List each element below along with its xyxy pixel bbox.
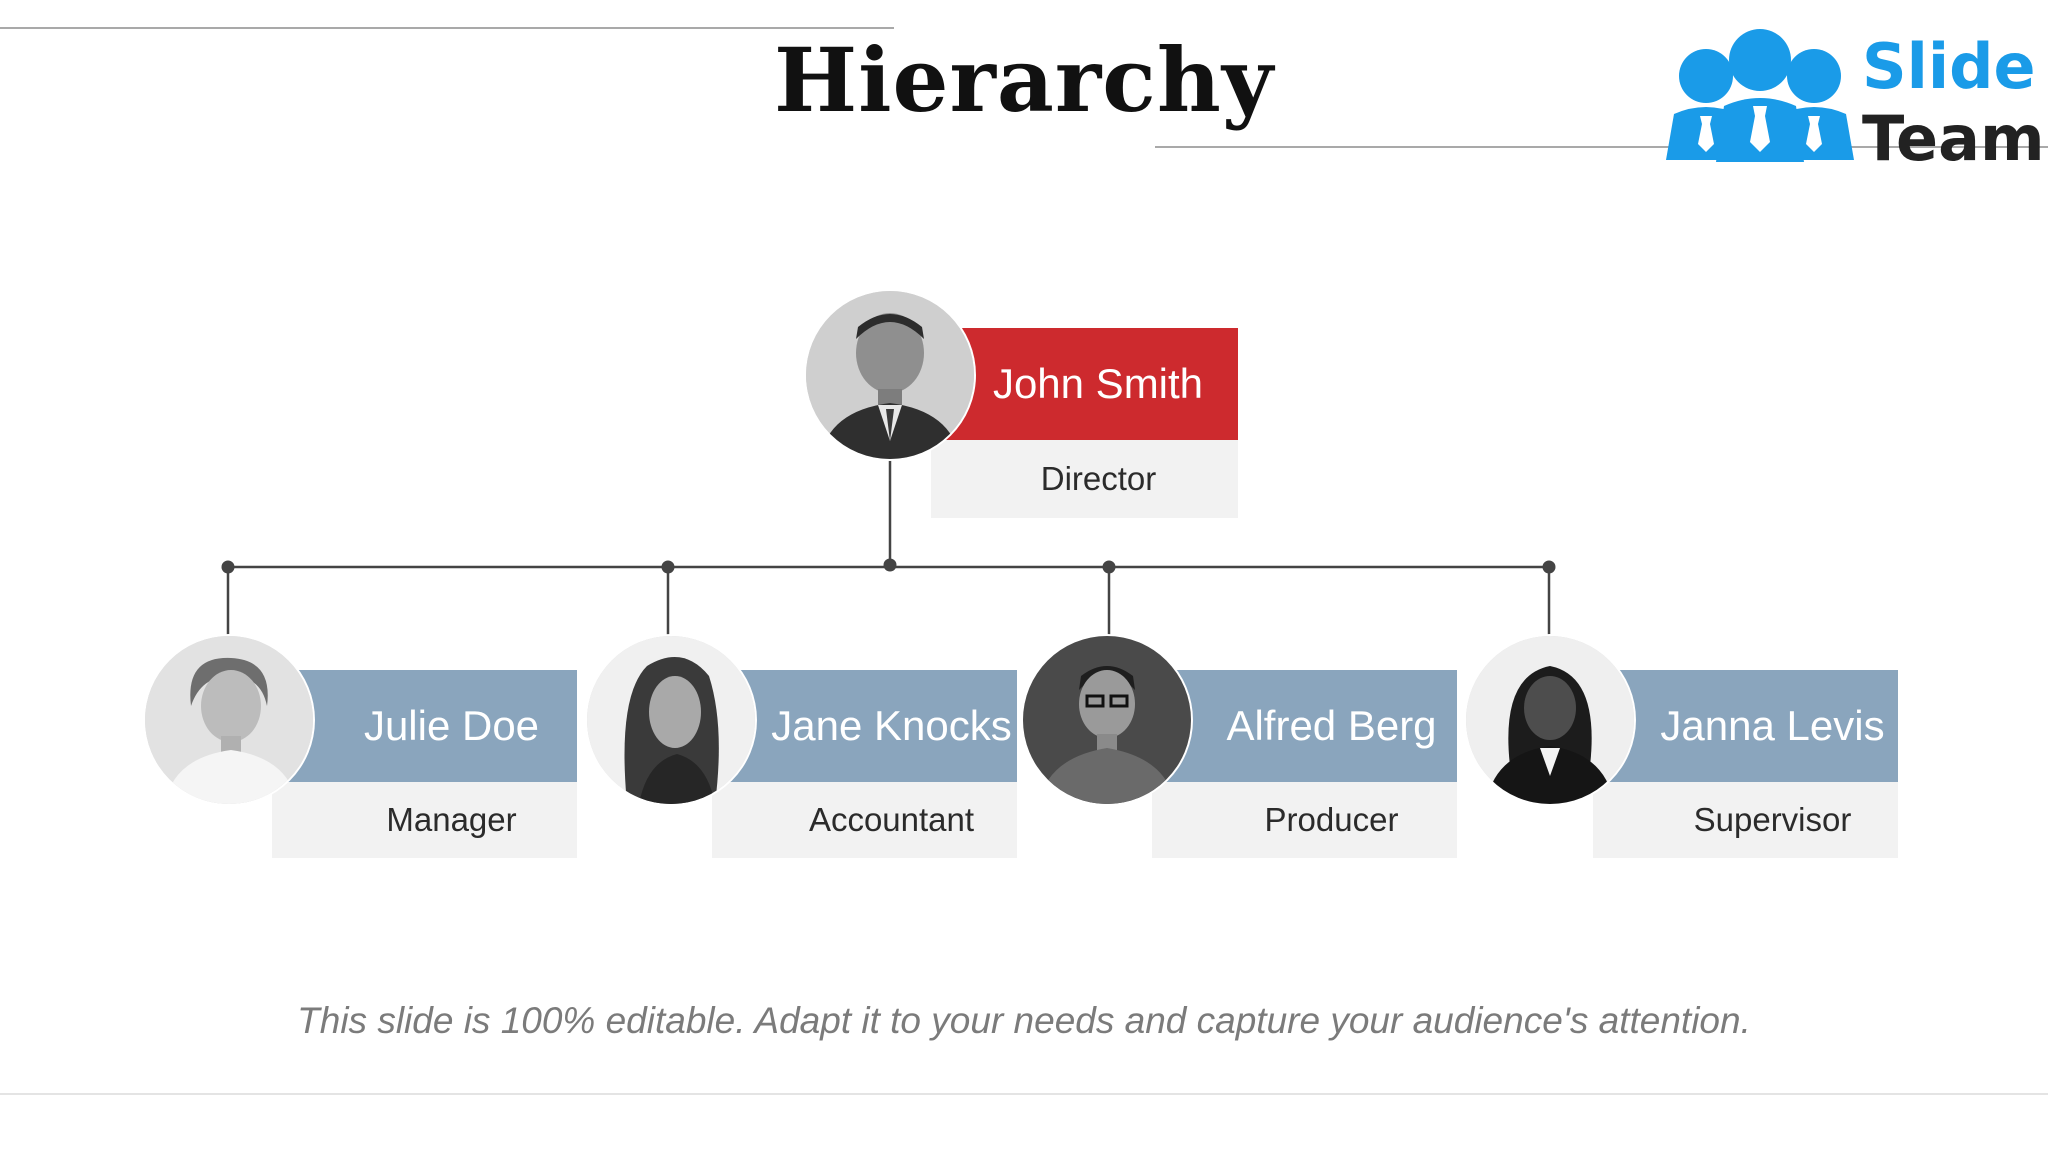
- portrait-man-icon: [1023, 636, 1191, 804]
- director-name-box: John Smith: [930, 328, 1238, 440]
- footer-note: This slide is 100% editable. Adapt it to…: [297, 1000, 1751, 1041]
- report-role: Supervisor: [1693, 801, 1852, 838]
- top-left-divider: [0, 27, 894, 29]
- logo-word-team: Team: [1862, 102, 2045, 175]
- report-photo: [1466, 636, 1634, 804]
- director-role-box: Director: [931, 440, 1238, 518]
- report-role-box: Supervisor: [1593, 782, 1898, 858]
- director-role: Director: [1040, 460, 1157, 497]
- report-photo: [145, 636, 313, 804]
- director-photo: [806, 291, 974, 459]
- junction-dot: [661, 560, 675, 574]
- report-name: Janna Levis: [1660, 702, 1885, 749]
- slide-title: Hierarchy: [773, 28, 1274, 132]
- report-photo: [587, 636, 755, 804]
- portrait-woman-icon: [145, 636, 313, 804]
- report-name: Alfred Berg: [1226, 702, 1437, 749]
- report-role-box: Accountant: [712, 782, 1017, 858]
- people-group-icon: [1666, 29, 1854, 162]
- bottom-divider: [0, 1093, 2048, 1095]
- report-role-box: Manager: [272, 782, 577, 858]
- report-name: Jane Knocks: [771, 702, 1012, 749]
- junction-dot: [1102, 560, 1116, 574]
- top-right-divider: [1155, 146, 2048, 148]
- report-role-box: Producer: [1152, 782, 1457, 858]
- report-role: Accountant: [808, 801, 975, 838]
- report-name-box: Jane Knocks: [712, 670, 1017, 782]
- report-name-box: Julie Doe: [272, 670, 577, 782]
- report-role: Manager: [386, 801, 517, 838]
- junction-dot: [221, 560, 235, 574]
- report-photo: [1023, 636, 1191, 804]
- portrait-man-icon: [806, 291, 974, 459]
- portrait-woman-icon: [1466, 636, 1634, 804]
- junction-dot: [883, 558, 897, 572]
- report-role: Producer: [1264, 801, 1399, 838]
- slideteam-logo: Slide Team: [1660, 26, 2045, 170]
- junction-dot: [1542, 560, 1556, 574]
- report-name-box: Alfred Berg: [1152, 670, 1457, 782]
- report-name-box: Janna Levis: [1593, 670, 1898, 782]
- portrait-woman-icon: [587, 636, 755, 804]
- director-name: John Smith: [992, 360, 1204, 407]
- report-name: Julie Doe: [363, 702, 540, 749]
- logo-word-slide: Slide: [1862, 30, 2036, 103]
